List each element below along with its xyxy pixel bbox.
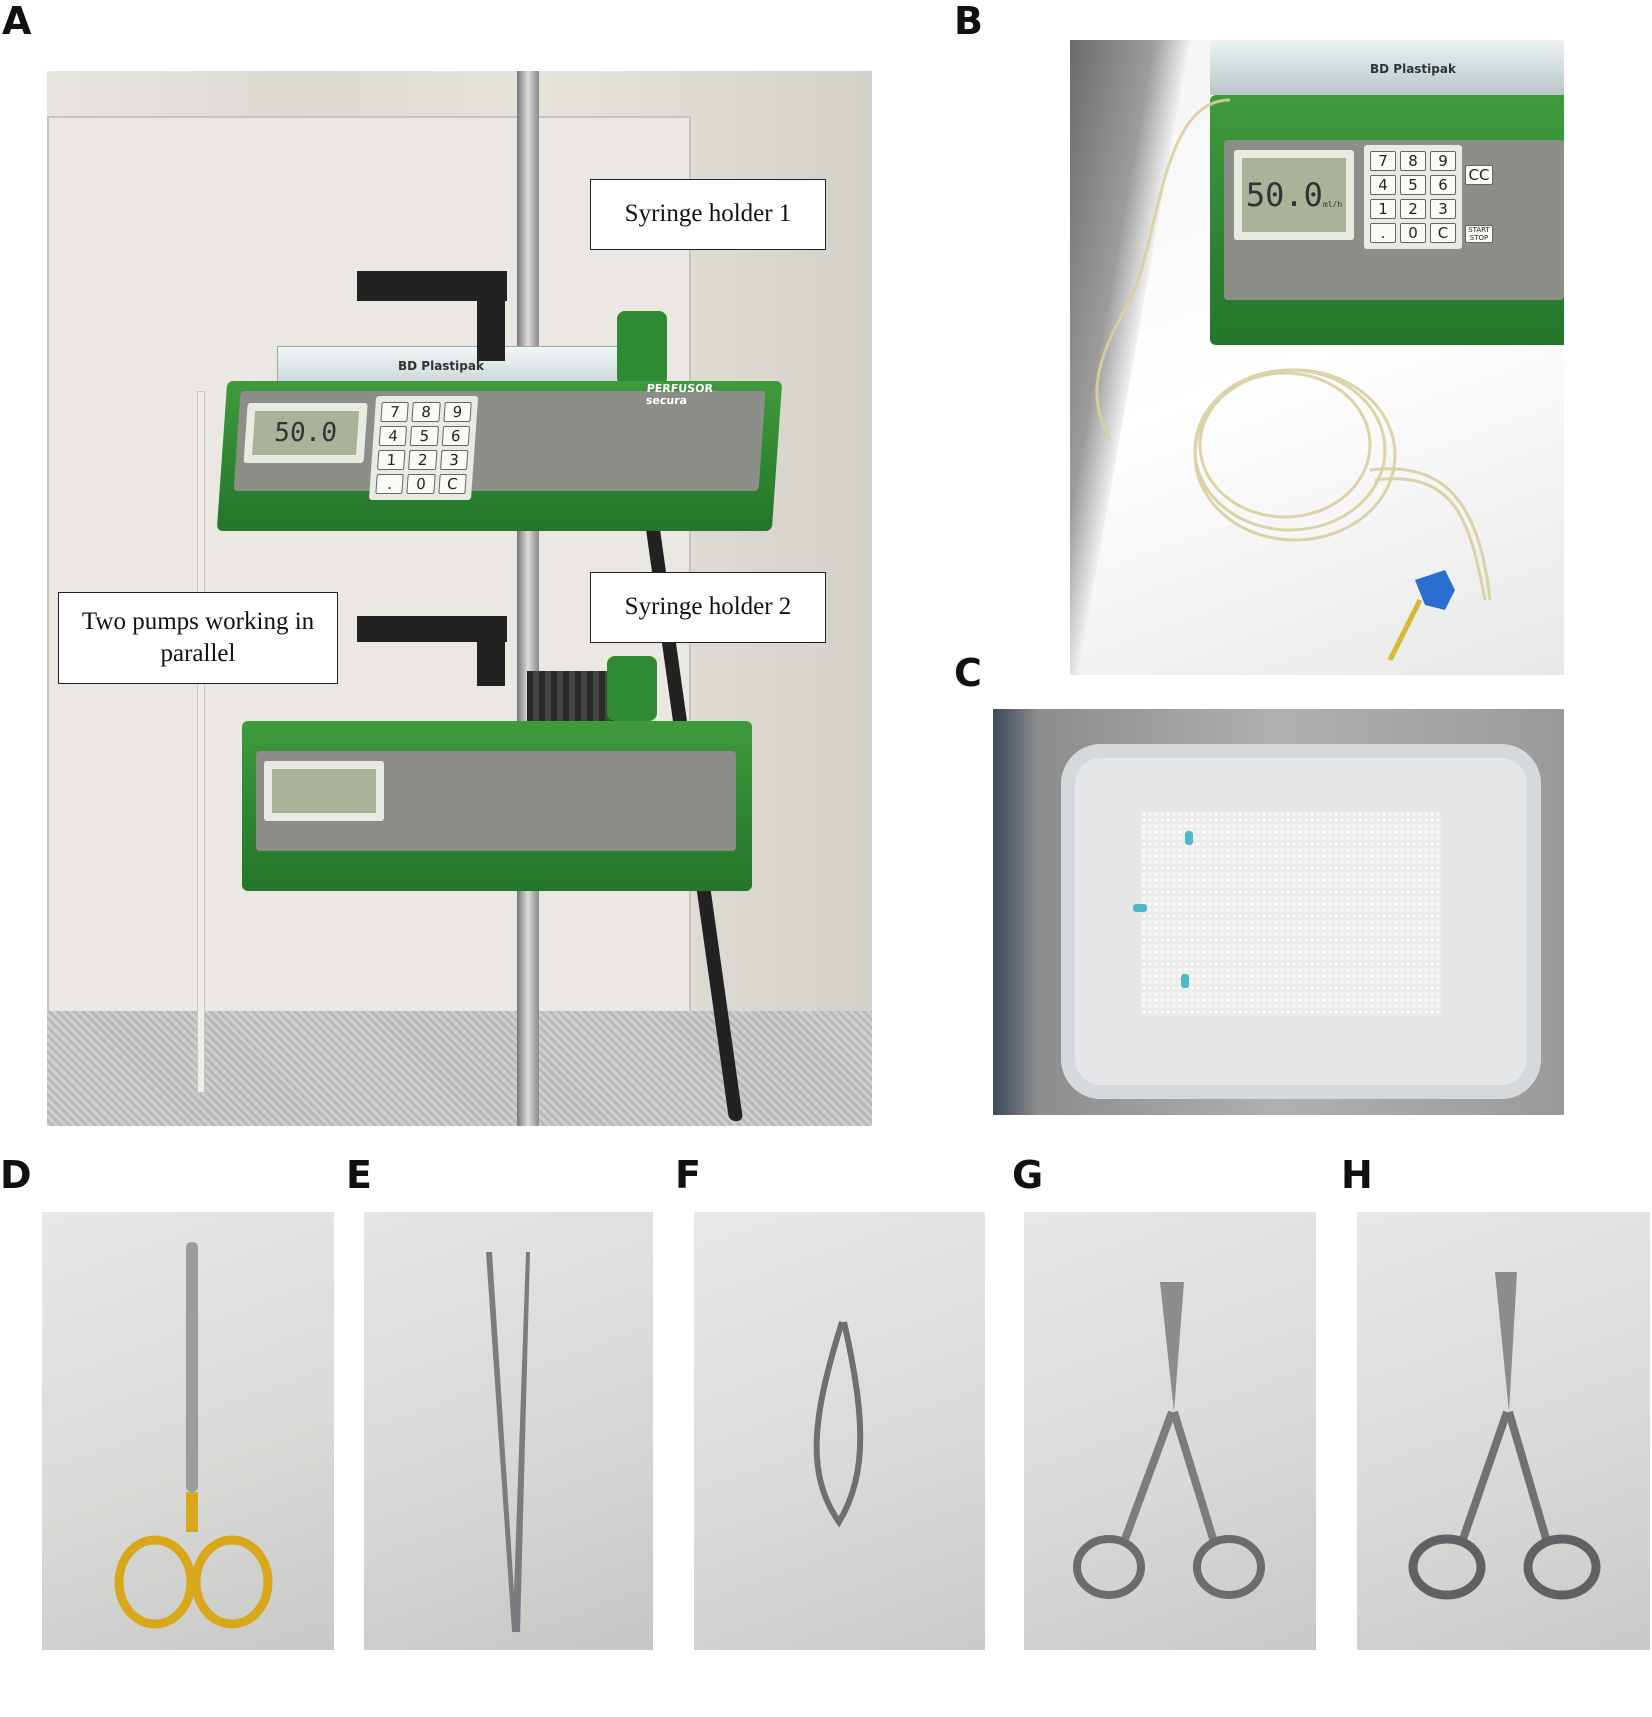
key[interactable]: 8 <box>411 402 441 422</box>
key[interactable]: C <box>1430 223 1456 243</box>
syringe-plunger-driver-2 <box>607 656 657 721</box>
tubing-coil <box>1095 98 1492 662</box>
key[interactable]: 7 <box>1370 151 1396 171</box>
syringe-label: BD Plastipak <box>398 359 484 373</box>
key[interactable]: C <box>437 474 467 494</box>
photo-panel-h <box>1357 1212 1650 1650</box>
photo-panel-e <box>364 1212 653 1650</box>
key[interactable]: 6 <box>441 426 471 446</box>
needle-pin <box>1181 974 1189 988</box>
syringe-clamp-post-2 <box>477 616 505 686</box>
syringe: BD Plastipak <box>1210 40 1564 95</box>
spring-scissors <box>813 1321 864 1528</box>
key[interactable]: 2 <box>1400 199 1426 219</box>
panel-label-b: B <box>954 0 983 43</box>
panel-label-a: A <box>2 0 32 43</box>
key[interactable]: 3 <box>1430 199 1456 219</box>
panel-label-e: E <box>346 1153 372 1197</box>
stopcock-valve <box>1415 570 1455 610</box>
syringe-clamp-post-1 <box>477 271 505 361</box>
panel-label-h: H <box>1341 1153 1373 1197</box>
key[interactable]: 0 <box>406 474 436 494</box>
key[interactable]: 8 <box>1400 151 1426 171</box>
syringe-pump-2 <box>242 721 752 891</box>
photo-panel-c <box>993 709 1564 1115</box>
photo-panel-d <box>42 1212 334 1650</box>
key[interactable]: 1 <box>1370 199 1396 219</box>
key[interactable]: . <box>375 474 405 494</box>
display-unit: ml/h <box>1322 199 1343 209</box>
iv-pole <box>517 71 539 1126</box>
floor <box>47 1011 872 1126</box>
forceps <box>486 1252 530 1632</box>
annotation-syringe-holder-1: Syringe holder 1 <box>590 179 826 250</box>
cc-key[interactable]: CC <box>1465 165 1493 185</box>
annotation-two-pumps: Two pumps working in parallel <box>58 592 338 684</box>
key[interactable]: 0 <box>1400 223 1426 243</box>
start-stop-key[interactable]: START STOP <box>1465 225 1493 243</box>
needle <box>1387 598 1423 662</box>
needle-pin <box>1133 904 1147 912</box>
photo-panel-g <box>1024 1212 1316 1650</box>
annotation-syringe-holder-2: Syringe holder 2 <box>590 572 826 643</box>
syringe-plunger-driver-1 <box>617 311 667 386</box>
panel-label-g: G <box>1012 1153 1044 1197</box>
photo-panel-f <box>694 1212 985 1650</box>
pump-display: 50.0 <box>273 418 338 448</box>
panel-label-c: C <box>954 651 982 695</box>
needle-holder <box>1408 1272 1601 1600</box>
key[interactable]: 5 <box>410 426 439 446</box>
key[interactable]: 2 <box>408 450 438 470</box>
key[interactable]: 7 <box>380 402 410 422</box>
needle-pin <box>1185 831 1193 845</box>
tubing <box>197 391 205 1093</box>
key[interactable]: 9 <box>1430 151 1456 171</box>
key[interactable]: 3 <box>439 450 469 470</box>
metzenbaum-scissors <box>114 1242 273 1629</box>
syringe-label: BD Plastipak <box>1370 62 1456 76</box>
key[interactable]: . <box>1370 223 1396 243</box>
iris-scissors <box>1073 1282 1265 1599</box>
key[interactable]: 4 <box>378 426 408 446</box>
key[interactable]: 9 <box>443 402 472 422</box>
panel-label-d: D <box>0 1153 32 1197</box>
foam-block <box>1141 811 1441 1016</box>
key[interactable]: 4 <box>1370 175 1396 195</box>
pump-display: 50.0 <box>1245 176 1323 214</box>
panel-label-f: F <box>675 1153 701 1197</box>
key[interactable]: 6 <box>1430 175 1456 195</box>
key[interactable]: 5 <box>1400 175 1426 195</box>
key[interactable]: 1 <box>377 450 406 470</box>
pump-brand: PERFUSOR secura <box>645 382 714 408</box>
